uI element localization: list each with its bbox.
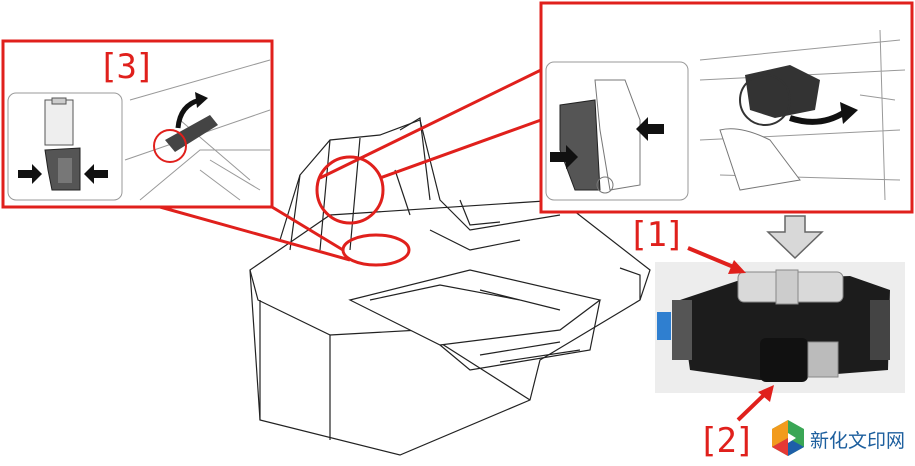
roller-shaft-illustration bbox=[153, 115, 218, 163]
lock-lever-illustration bbox=[44, 97, 81, 191]
pointer-arrows bbox=[687, 246, 774, 422]
feed-roller-2 bbox=[760, 338, 808, 382]
callout-leader-lines bbox=[159, 68, 542, 262]
push-arrow-left-icon bbox=[84, 164, 108, 184]
watermark-text: 新化文印网 bbox=[810, 430, 906, 452]
callout-circle-upper bbox=[315, 155, 385, 225]
watermark: 新化文印网 bbox=[810, 426, 905, 453]
push-arrow-in-left-icon bbox=[550, 145, 578, 169]
watermark-logo-icon bbox=[772, 420, 804, 456]
adf-unit-drawing bbox=[249, 117, 651, 456]
part-label-2: [2] bbox=[698, 421, 755, 461]
roller-holder-illustration bbox=[719, 65, 820, 191]
callout-label-3: [3] bbox=[98, 47, 155, 87]
down-arrow-icon bbox=[766, 215, 824, 260]
push-arrow-right-icon bbox=[18, 164, 42, 184]
part-label-1: [1] bbox=[628, 215, 685, 255]
rotate-arrow-right-icon bbox=[789, 109, 847, 125]
roller-unit-photo bbox=[655, 262, 905, 393]
release-lever-illustration bbox=[559, 79, 641, 194]
push-arrow-in-right-icon bbox=[636, 117, 664, 141]
